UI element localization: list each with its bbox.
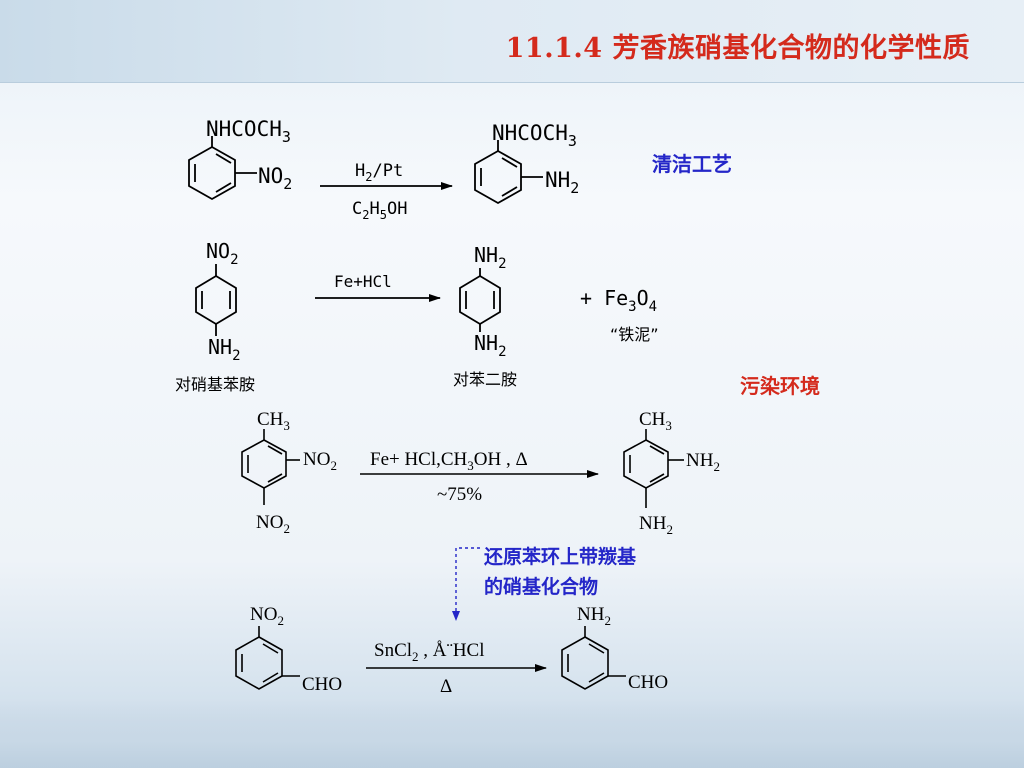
no2-group: NO2 bbox=[303, 449, 337, 473]
reaction4-arrow: SnCl2 , Å¨HCl Δ bbox=[366, 640, 547, 697]
benzene-ring bbox=[474, 149, 522, 205]
reaction1-reactant: NHCOCH3 NO2 bbox=[188, 117, 292, 201]
product-name: 对苯二胺 bbox=[453, 370, 517, 389]
fe3o4-formula: + Fe3O4 bbox=[580, 286, 657, 315]
nhcoch3-group: NHCOCH3 bbox=[206, 117, 291, 146]
nh2-group: NH2 bbox=[639, 513, 673, 537]
reaction4-product: NH2 CHO bbox=[561, 604, 668, 693]
reaction1-reagent-bottom: C2H5OH bbox=[352, 199, 407, 222]
reaction4-reagent-top: SnCl2 , Å¨HCl bbox=[374, 640, 485, 664]
no2-group: NO2 bbox=[258, 164, 292, 193]
header-band bbox=[0, 0, 1024, 83]
carbonyl-note-line2: 的硝基化合物 bbox=[484, 576, 599, 598]
reaction2-reactant: NO2 NH2 对硝基苯胺 bbox=[175, 239, 255, 394]
reaction2-arrow: Fe+HCl bbox=[315, 272, 441, 302]
nhcoch3-group: NHCOCH3 bbox=[492, 121, 577, 150]
reaction1-reagent-top: H2/Pt bbox=[355, 161, 403, 184]
page-title: 11.1.4 芳香族硝基化合物的化学性质 bbox=[505, 33, 970, 64]
no2-group: NO2 bbox=[250, 604, 284, 628]
no2-group: NO2 bbox=[206, 239, 239, 268]
clean-process-note: 清洁工艺 bbox=[652, 152, 732, 176]
no2-group: NO2 bbox=[256, 512, 290, 536]
bottom-band bbox=[0, 700, 1024, 768]
iron-sludge-label: “铁泥” bbox=[610, 325, 659, 344]
note-pointer bbox=[452, 547, 480, 621]
cho-group: CHO bbox=[302, 674, 342, 695]
reaction3-product: CH3 NH2 NH2 bbox=[623, 409, 720, 537]
nh2-group: NH2 bbox=[474, 243, 507, 272]
reaction2-byproduct: + Fe3O4 “铁泥” bbox=[580, 286, 659, 344]
reaction2-product: NH2 NH2 对苯二胺 bbox=[453, 243, 517, 389]
reaction3-reagent-top: Fe+ HCl,CH3OH , Δ bbox=[370, 449, 528, 473]
reaction1-product: NHCOCH3 NH2 bbox=[474, 121, 579, 205]
reaction3-reactant: CH3 NO2 NO2 bbox=[241, 409, 337, 536]
reactant-name: 对硝基苯胺 bbox=[175, 375, 255, 394]
cho-group: CHO bbox=[628, 672, 668, 693]
pollution-note: 污染环境 bbox=[740, 374, 820, 398]
reaction3-yield: ~75% bbox=[437, 484, 482, 505]
reaction3-arrow: Fe+ HCl,CH3OH , Δ ~75% bbox=[360, 449, 599, 505]
reaction4-reagent-bottom: Δ bbox=[440, 676, 452, 697]
benzene-ring bbox=[188, 145, 236, 201]
nh2-group: NH2 bbox=[474, 331, 507, 360]
reaction1-arrow: H2/Pt C2H5OH bbox=[320, 161, 453, 222]
carbonyl-reduction-note: 还原苯环上带羰基 的硝基化合物 bbox=[484, 542, 636, 602]
ch3-group: CH3 bbox=[257, 409, 290, 433]
nh2-group: NH2 bbox=[545, 168, 579, 197]
nh2-group: NH2 bbox=[208, 335, 241, 364]
reaction2-reagent: Fe+HCl bbox=[334, 272, 392, 291]
nh2-group: NH2 bbox=[577, 604, 611, 628]
carbonyl-note-line1: 还原苯环上带羰基 bbox=[484, 546, 637, 568]
benzene-ring bbox=[561, 636, 609, 690]
ch3-group: CH3 bbox=[639, 409, 672, 433]
benzene-ring bbox=[235, 636, 283, 690]
reaction4-reactant: NO2 CHO bbox=[235, 604, 342, 695]
nh2-group: NH2 bbox=[686, 450, 720, 474]
